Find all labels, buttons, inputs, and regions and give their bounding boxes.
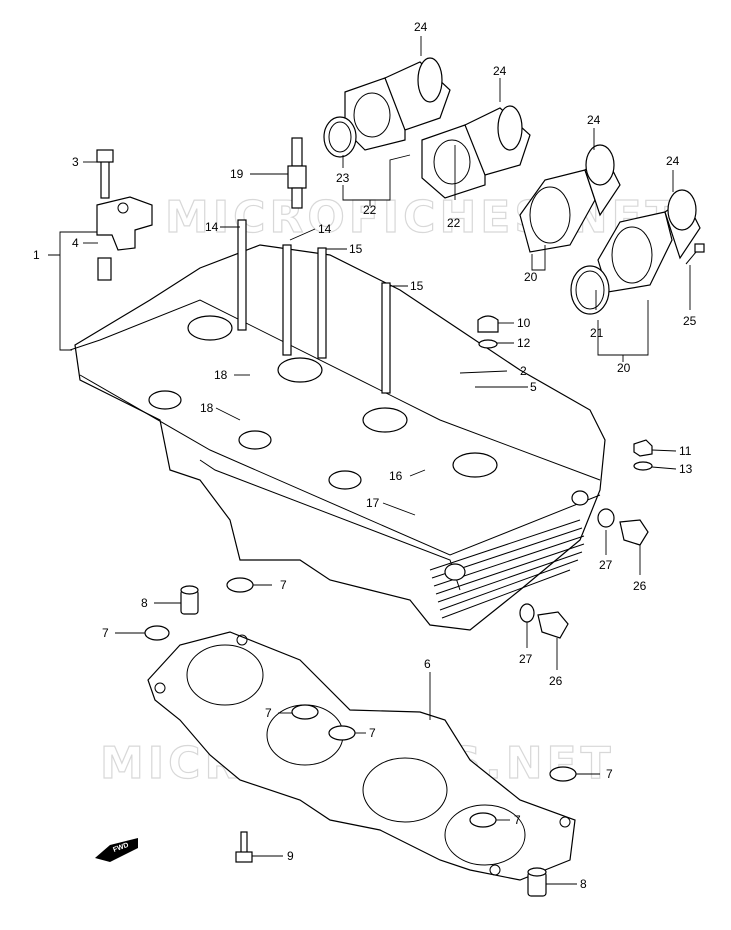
washer-13[interactable]: [633, 461, 653, 471]
callout-11: 11: [679, 444, 692, 458]
callout-9: 9: [287, 849, 294, 863]
callout-7c: 7: [265, 706, 272, 720]
intake-pipe-3[interactable]: [519, 144, 621, 253]
callout-7d: 7: [369, 726, 376, 740]
cylinder-head[interactable]: [69, 244, 606, 631]
gasket-7f[interactable]: [469, 812, 497, 828]
callout-24d: 24: [666, 154, 680, 168]
callout-24b: 24: [493, 64, 507, 78]
callout-20b: 20: [617, 361, 631, 375]
callout-2: 2: [520, 364, 527, 378]
callout-4: 4: [72, 236, 79, 250]
callout-7f: 7: [514, 813, 521, 827]
o-ring-21[interactable]: [570, 265, 610, 315]
dowel-8b[interactable]: [527, 867, 547, 897]
callout-23: 23: [336, 171, 350, 185]
camshaft-holder[interactable]: [96, 149, 153, 281]
gasket-7e[interactable]: [549, 766, 577, 782]
gasket-7d[interactable]: [328, 725, 356, 741]
callout-15a: 15: [349, 242, 363, 256]
callout-13: 13: [679, 462, 693, 476]
callout-12: 12: [517, 336, 531, 350]
callout-18b: 16: [389, 469, 403, 483]
callout-14a: 14: [205, 220, 219, 234]
leader-lines: [48, 36, 691, 885]
callout-8a: 8: [141, 596, 148, 610]
washer-12[interactable]: [478, 339, 498, 349]
callout-18a: 18: [214, 368, 228, 382]
callout-14b: 14: [318, 222, 332, 236]
screw-25[interactable]: [685, 243, 705, 265]
callout-20a: 20: [524, 270, 538, 284]
bolt-9[interactable]: [235, 831, 253, 863]
callout-5: 5: [530, 380, 537, 394]
plug-26b[interactable]: [537, 611, 569, 639]
plug-26a[interactable]: [619, 519, 649, 546]
callout-26a: 26: [633, 579, 647, 593]
callout-19: 19: [230, 167, 244, 181]
intake-pipe-4[interactable]: [597, 189, 701, 293]
gasket-7b[interactable]: [144, 625, 170, 641]
callout-10: 10: [517, 316, 531, 330]
intake-pipe-2[interactable]: [421, 105, 531, 199]
dowel-8a[interactable]: [180, 585, 199, 615]
callout-7b: 7: [102, 626, 109, 640]
gasket-27a[interactable]: [597, 508, 615, 528]
nut-11[interactable]: [633, 439, 653, 457]
callout-24a: 24: [414, 20, 428, 34]
callout-24c: 24: [587, 113, 601, 127]
callout-17: 17: [366, 496, 380, 510]
callout-6: 6: [424, 657, 431, 671]
callout-labels: 24 24 24 24 3 19 23 22 22 14 14 15 15 1 …: [33, 20, 697, 891]
fwd-arrow-icon: FWD: [95, 838, 138, 862]
gasket-7c[interactable]: [291, 704, 319, 720]
callout-21: 21: [590, 326, 604, 340]
callout-26b: 26: [549, 674, 563, 688]
callout-15b: 15: [410, 279, 424, 293]
callout-22a: 22: [363, 203, 377, 217]
callout-27a: 27: [599, 558, 613, 572]
gasket-27b[interactable]: [519, 603, 535, 623]
callout-25: 25: [683, 314, 697, 328]
callout-1: 1: [33, 248, 40, 262]
callout-8b: 8: [580, 877, 587, 891]
spark-plug[interactable]: [287, 137, 307, 209]
callout-7e: 7: [606, 767, 613, 781]
callout-22b: 22: [447, 216, 461, 230]
gasket-7a[interactable]: [226, 577, 254, 593]
stud-bolts[interactable]: [237, 219, 391, 394]
callout-27b: 27: [519, 652, 533, 666]
callout-16: 18: [200, 401, 214, 415]
callout-3: 3: [72, 155, 79, 169]
callout-7a: 7: [280, 578, 287, 592]
nut-10[interactable]: [477, 315, 499, 333]
